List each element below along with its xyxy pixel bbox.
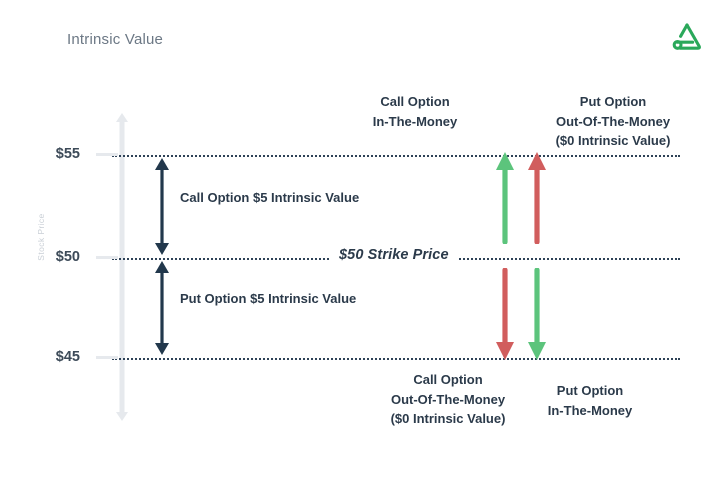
put-intrinsic-line2: $5 Intrinsic Value (250, 291, 357, 306)
put-intrinsic-measure-arrow (152, 261, 172, 355)
y-axis-label: Stock Price (36, 213, 46, 261)
call-itm-line1: Call Option (380, 94, 450, 109)
put-in-the-money-label: Put Option In-The-Money (548, 381, 633, 420)
put-intrinsic-label: Put Option $5 Intrinsic Value (180, 290, 356, 309)
triangle-a-logo-icon (668, 18, 706, 56)
put-out-of-the-money-arrow-up-icon (526, 146, 548, 245)
call-intrinsic-measure-arrow (152, 158, 172, 255)
call-intrinsic-line1: Call Option (180, 190, 250, 205)
tick-mark-55 (96, 153, 118, 156)
tick-mark-50 (96, 256, 118, 259)
gridline-45 (112, 358, 680, 360)
call-intrinsic-label: Call Option $5 Intrinsic Value (180, 189, 359, 208)
call-intrinsic-line2: $5 Intrinsic Value (252, 190, 360, 205)
call-otm-line2: Out-Of-The-Money (390, 391, 506, 407)
tick-mark-45 (96, 356, 118, 359)
y-axis (115, 112, 129, 422)
put-in-the-money-arrow-down-icon (526, 267, 548, 366)
page-title: Intrinsic Value (67, 31, 164, 48)
tick-label-55: $55 (55, 146, 80, 162)
put-otm-line1: Put Option (579, 94, 647, 109)
tick-label-50: $50 (55, 249, 80, 265)
put-itm-line2: In-The-Money (547, 402, 633, 418)
put-itm-line1: Put Option (556, 383, 624, 398)
call-in-the-money-arrow-up-icon (494, 146, 516, 245)
call-out-of-the-money-label: Call Option Out-Of-The-Money ($0 Intrins… (391, 370, 506, 429)
call-in-the-money-label: Call Option In-The-Money (373, 92, 458, 131)
call-otm-line1: Call Option (413, 372, 483, 387)
put-out-of-the-money-label: Put Option Out-Of-The-Money ($0 Intrinsi… (556, 92, 671, 151)
put-otm-line2: Out-Of-The-Money (555, 113, 671, 129)
put-intrinsic-line1: Put Option (180, 291, 247, 306)
call-out-of-the-money-arrow-down-icon (494, 267, 516, 366)
call-itm-line2: In-The-Money (372, 113, 458, 129)
strike-price-label: $50 Strike Price (330, 247, 458, 263)
tick-label-45: $45 (55, 349, 80, 365)
gridline-55 (112, 155, 680, 157)
put-otm-line3: ($0 Intrinsic Value) (555, 133, 671, 148)
call-otm-line3: ($0 Intrinsic Value) (390, 411, 506, 426)
